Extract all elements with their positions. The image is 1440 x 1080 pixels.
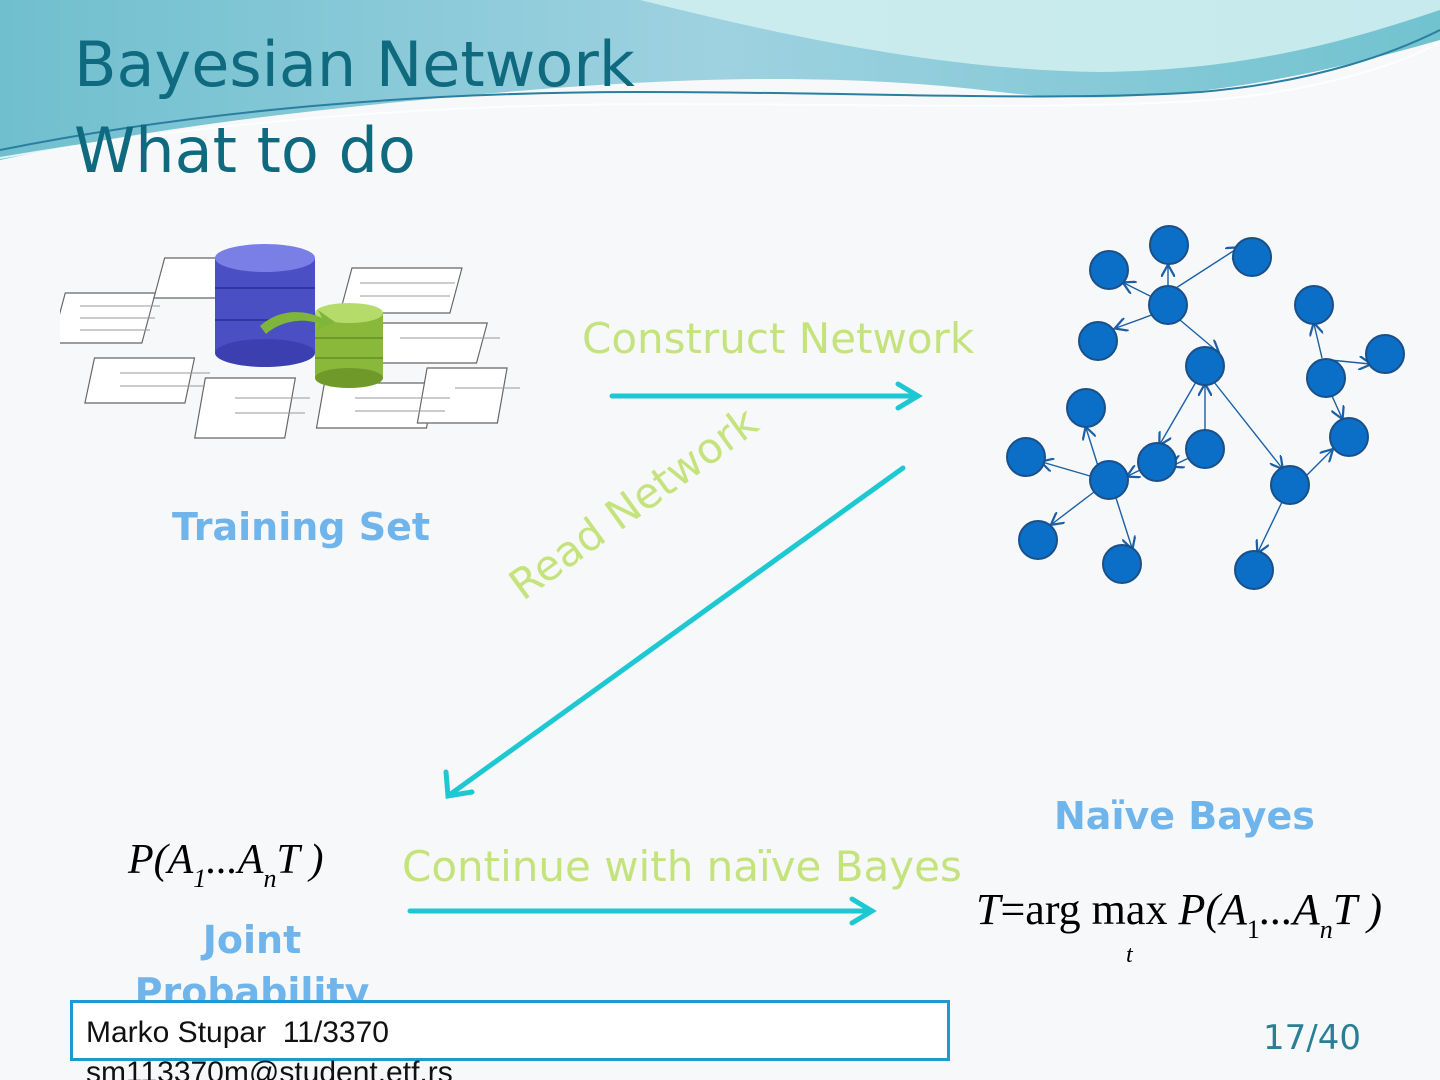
formula-part: P(A [1178, 885, 1247, 934]
formula-part: ...A [1259, 885, 1320, 934]
joint-probability-formula: P(A1...AnT ) [128, 836, 324, 894]
training-set-label: Training Set [172, 505, 431, 549]
title-line-1: Bayesian Network [74, 28, 635, 101]
slide-title: Bayesian Network What to do [74, 22, 635, 194]
formula-subscript: n [1319, 915, 1333, 944]
formula-subscript: n [263, 864, 277, 893]
footer-author: Marko Stupar 11/3370 sm113370m@student.e… [86, 1016, 453, 1080]
formula-subscript: 1 [193, 864, 207, 893]
construct-arrow [609, 381, 923, 411]
formula-subscript: 1 [1246, 915, 1260, 944]
title-line-2: What to do [74, 114, 416, 187]
formula-part: T ) [276, 837, 324, 883]
formula-part: T ) [1332, 885, 1383, 934]
construct-network-label: Construct Network [582, 314, 975, 363]
continue-naive-bayes-label: Continue with naïve Bayes [402, 842, 962, 891]
footer-box [70, 1000, 950, 1061]
formula-part: P(A [128, 837, 194, 883]
read-arrow [443, 465, 906, 799]
header-wave [0, 0, 1440, 160]
naive-bayes-label: Naïve Bayes [1054, 794, 1315, 838]
database-tables-icon [60, 244, 520, 439]
formula-part: ...A [206, 837, 264, 883]
formula-part: T [976, 885, 1001, 934]
page-number: 17/40 [1263, 1018, 1361, 1058]
continue-arrow [407, 896, 877, 926]
formula-part: =arg max [1000, 885, 1168, 934]
formula-subscript: t [1126, 942, 1133, 968]
naive-bayes-formula: T =arg max t P(A1...AnT ) [976, 884, 1383, 968]
